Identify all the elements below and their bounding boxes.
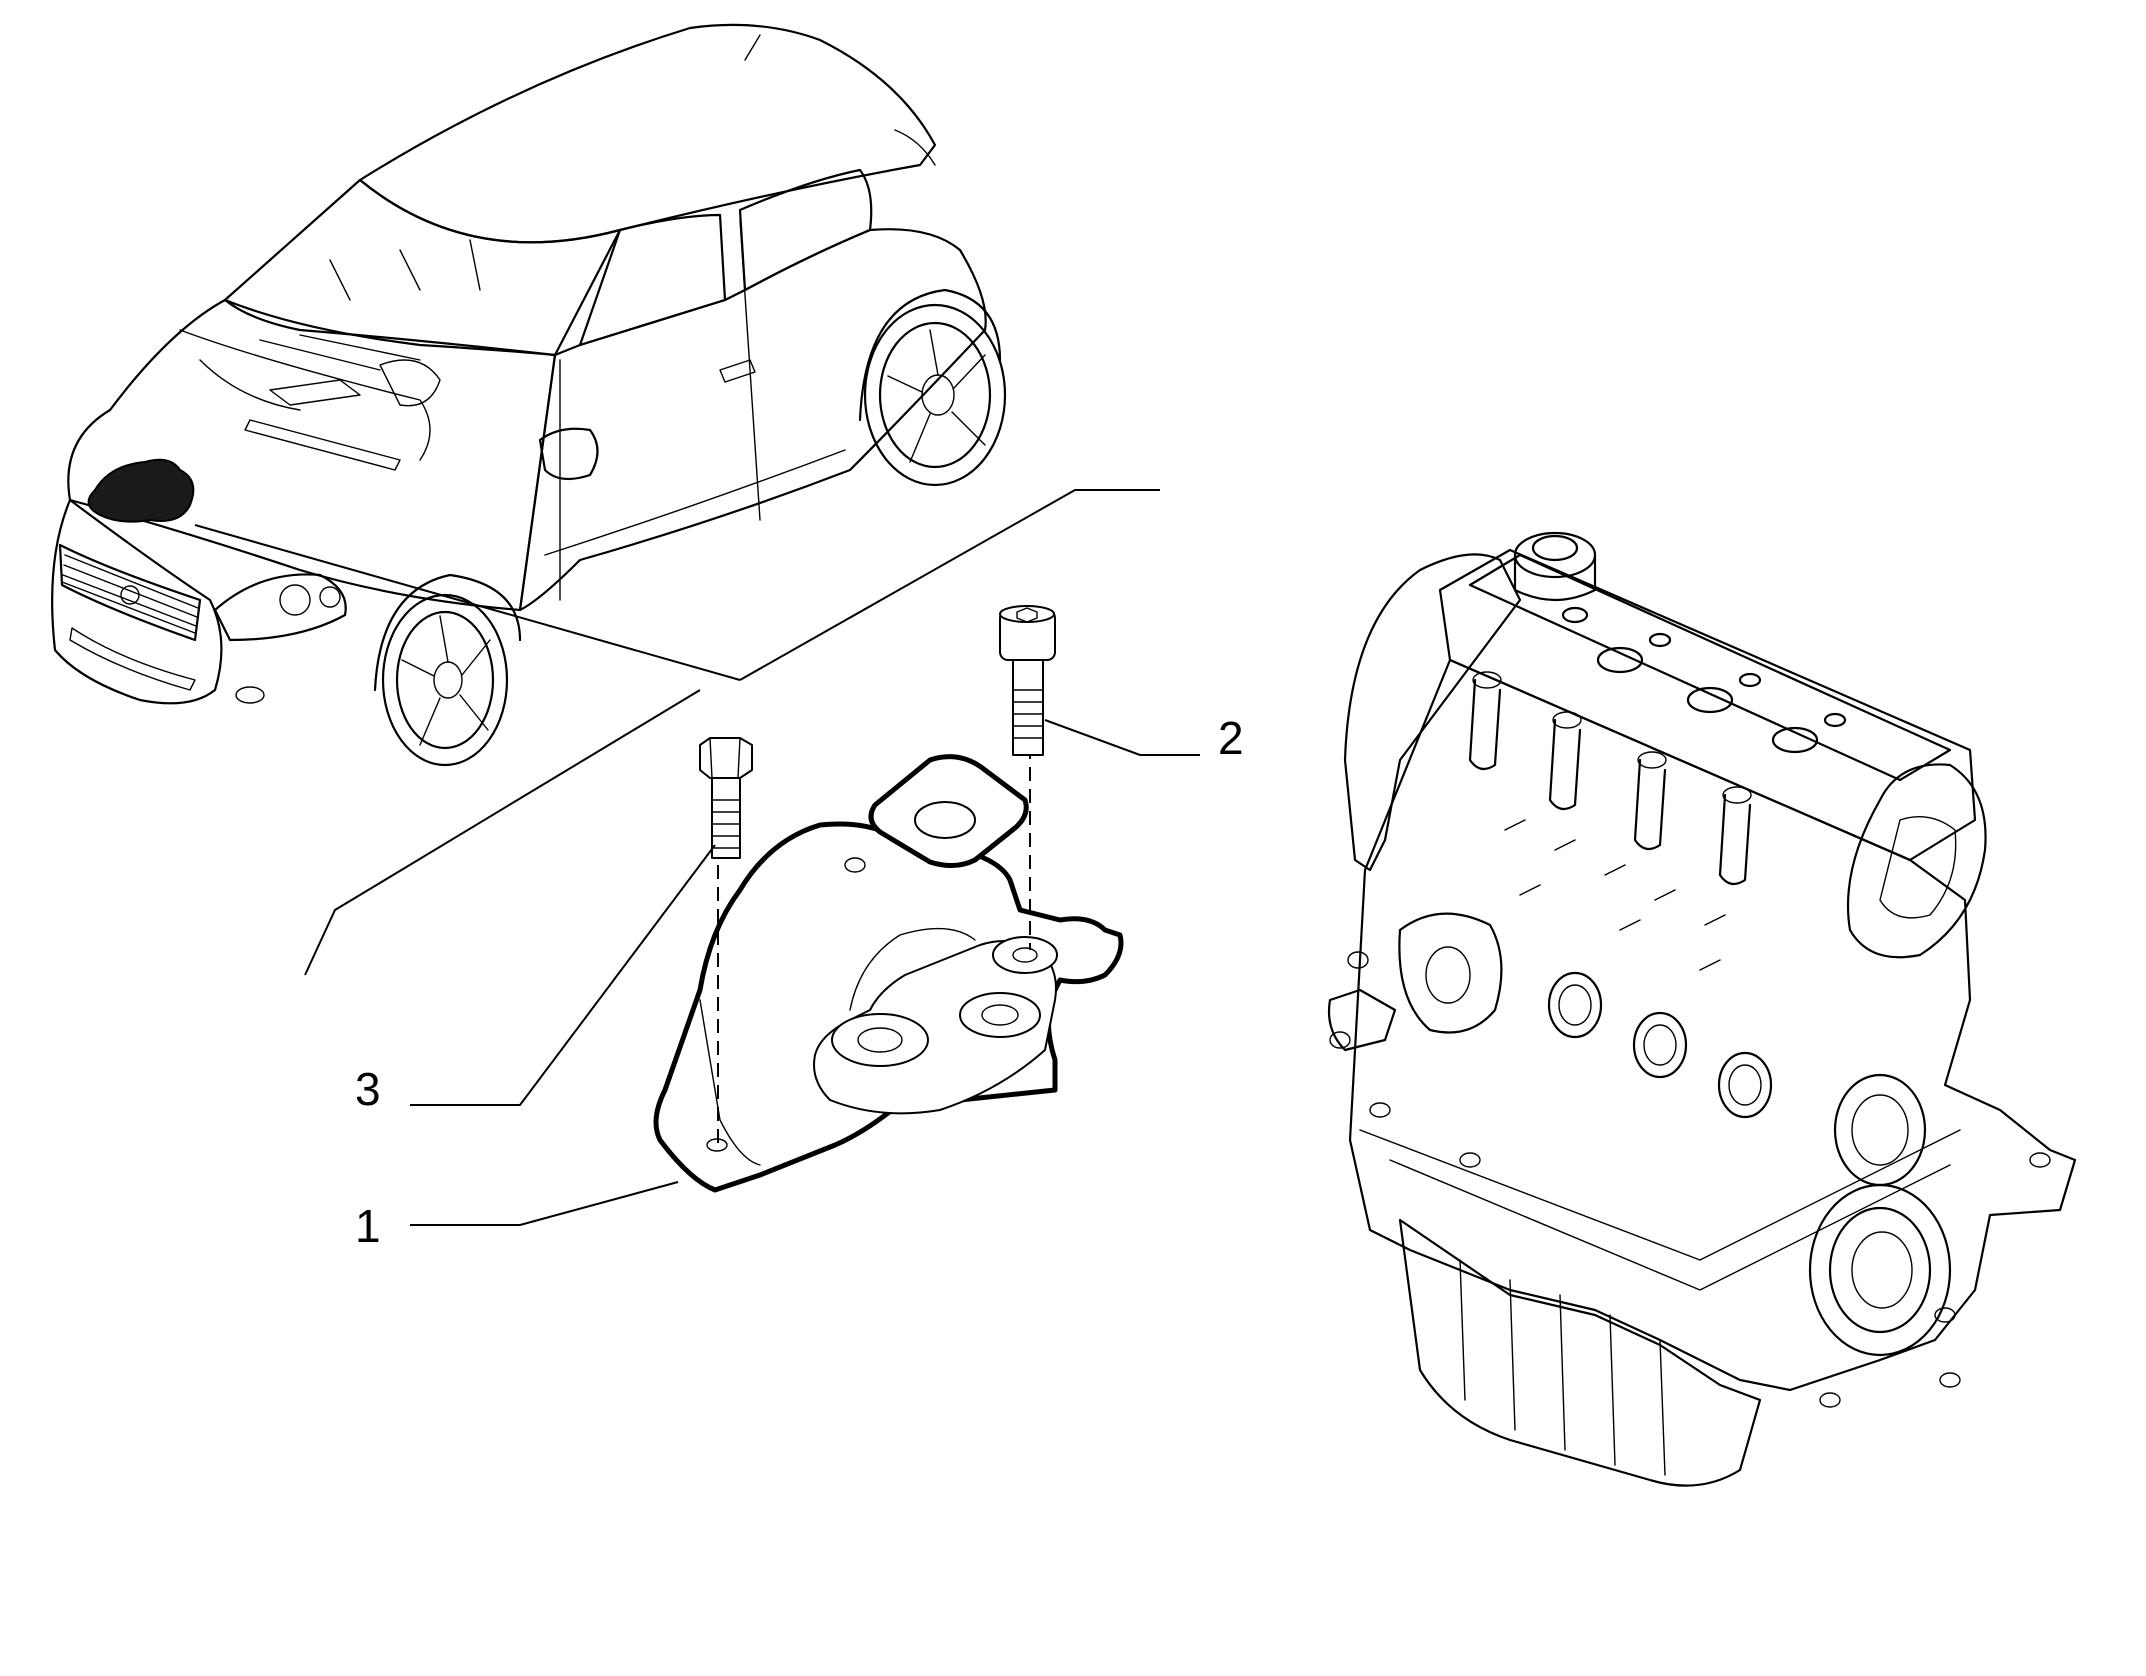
engine-marker-leader: [194, 524, 741, 681]
callout-1: 1: [355, 1200, 381, 1252]
engine-mount-bracket: [653, 745, 1124, 1193]
engine-fasteners: [1369, 819, 2051, 1408]
engine-thermostat-housing: [1398, 912, 1503, 1034]
car-windshield: [223, 178, 622, 357]
car-headlight: [213, 573, 347, 642]
engine-timing-cover: [1343, 553, 1522, 872]
car-roof: [358, 23, 937, 244]
car-door-line: [559, 219, 761, 601]
engine-ignition-coils: [1468, 671, 1752, 886]
leader-1: [410, 1181, 679, 1226]
engine-spark-plug-ports: [1561, 606, 1847, 754]
callout-3: 3: [355, 1063, 381, 1115]
leader-3: [410, 844, 716, 1106]
engine-location-marker: [87, 458, 195, 523]
car-front-wheel: [381, 593, 509, 767]
engine-crank-pulley: [1808, 1183, 1952, 1357]
callout-labels: 1 2 3: [355, 712, 1244, 1252]
mount-bolt-boss-right: [959, 992, 1041, 1038]
car-antenna: [744, 34, 761, 61]
car-hood: [67, 298, 557, 612]
car-side-mirror: [538, 427, 599, 481]
engine-block: [1348, 658, 2077, 1392]
car-illustration: [51, 23, 1007, 767]
engine-cam-pulley-cover: [1846, 763, 1987, 959]
hex-head-bolt: [699, 737, 753, 859]
car-grille: [58, 543, 202, 642]
engine-oil-filler: [1513, 531, 1597, 602]
car-rear-wheel: [863, 303, 1007, 487]
car-logo: [120, 585, 140, 605]
socket-head-bolt: [999, 605, 1056, 756]
engine-cam-cover: [1468, 553, 1952, 782]
mount-tab-hole: [914, 801, 976, 839]
engine-cylinder-head: [1438, 548, 1977, 862]
engine-water-pump: [1833, 1073, 1927, 1187]
section-lines: [304, 489, 1160, 976]
car-door-handle: [719, 359, 756, 383]
car-front-bumper: [51, 498, 223, 705]
leader-2: [1044, 719, 1200, 756]
engine-illustration: [1327, 531, 2077, 1487]
callout-leaders: [410, 719, 1200, 1226]
engine-oil-pan: [1398, 1218, 1762, 1487]
callout-2: 2: [1218, 712, 1244, 764]
engine-ports: [1547, 971, 1773, 1119]
mount-bolt-boss-front: [831, 1013, 929, 1067]
mount-bolt-boss-top: [992, 936, 1058, 974]
